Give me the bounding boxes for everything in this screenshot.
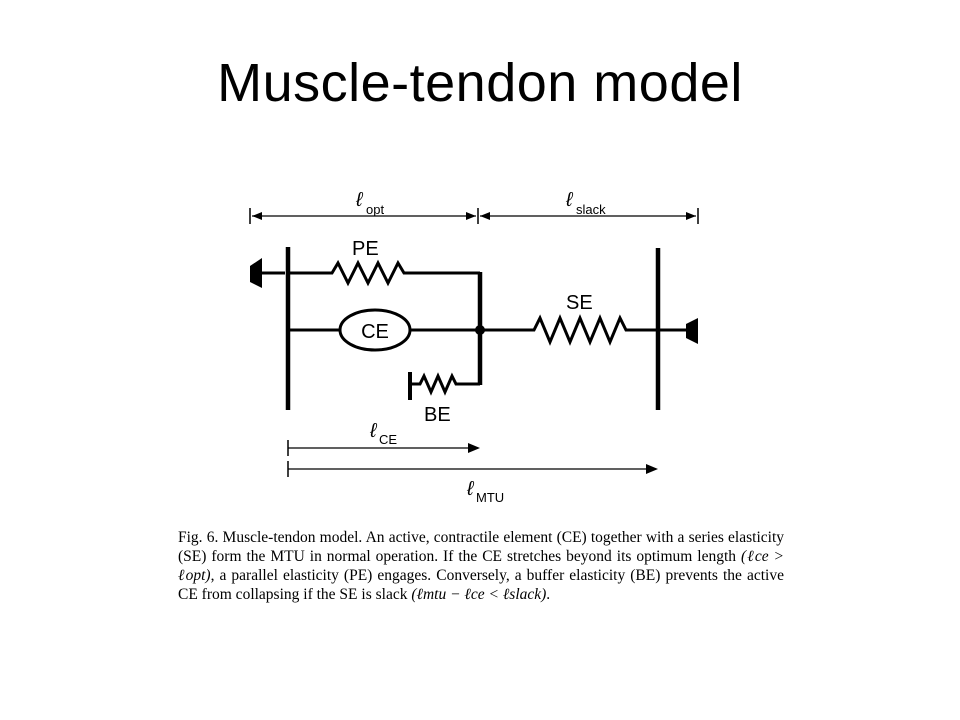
slack-sub: slack — [576, 202, 606, 217]
caption-fig-label: Fig. 6. — [178, 529, 219, 546]
caption-text-1: Muscle-tendon model. An active, contract… — [178, 529, 784, 565]
caption-text-3: . — [546, 586, 551, 603]
right-anchor — [655, 248, 698, 410]
mtu-sub: MTU — [476, 490, 504, 505]
dimension-opt: ℓ opt — [249, 189, 479, 224]
dimension-ce: ℓ CE — [287, 420, 480, 456]
opt-symbol: ℓ — [355, 189, 364, 211]
se-spring: SE — [480, 292, 658, 346]
pe-label: PE — [352, 238, 379, 260]
caption-condition-2: (ℓmtu − ℓce < ℓslack) — [411, 586, 547, 603]
figure-caption: Fig. 6. Muscle-tendon model. An active, … — [178, 528, 784, 604]
slack-symbol: ℓ — [565, 189, 574, 211]
be-spring: BE — [408, 372, 480, 426]
pe-spring: PE — [288, 238, 480, 287]
mtu-symbol: ℓ — [466, 478, 475, 500]
dimension-mtu: ℓ MTU — [287, 461, 658, 505]
ce-length-symbol: ℓ — [369, 420, 378, 442]
caption-text-2: , a parallel elasticity (PE) engages. Co… — [178, 567, 784, 603]
slide-title: Muscle-tendon model — [217, 53, 743, 113]
ce-label: CE — [361, 321, 389, 343]
ce-length-sub: CE — [379, 432, 397, 447]
ce-element: CE — [288, 308, 480, 352]
opt-sub: opt — [366, 202, 384, 217]
left-anchor — [250, 247, 291, 410]
be-label: BE — [424, 404, 451, 426]
se-label: SE — [566, 292, 593, 314]
caption-condition-1: (ℓce > ℓopt) — [178, 548, 785, 584]
dimension-slack: ℓ slack — [480, 189, 699, 224]
